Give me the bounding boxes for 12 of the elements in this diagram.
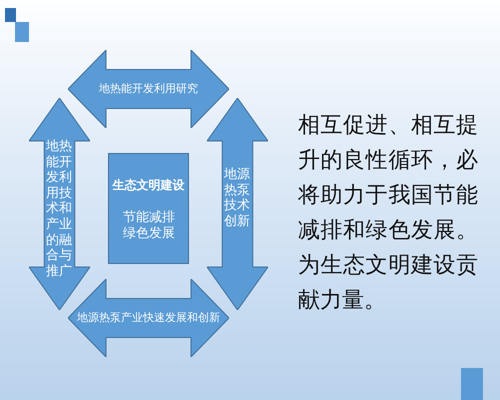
paragraph: 相互促进、相互提升的良性循环，必将助力于我国节能减排和绿色发展。为生态文明建设贡献力量。 bbox=[298, 112, 478, 315]
arrow-label: 地源热泵产业快速发展和创新 bbox=[76, 310, 221, 326]
arrow-label: 地源热泵技术创新 bbox=[223, 167, 251, 230]
double-arrow bbox=[68, 50, 229, 128]
arrow-label: 地热能开发利用研究 bbox=[98, 81, 199, 97]
arrow-label: 地热能开发利用技术和产业的融合与推广 bbox=[45, 139, 73, 280]
double-arrow bbox=[29, 98, 90, 310]
box-heading: 生态文明建设 bbox=[111, 178, 186, 193]
double-arrow bbox=[68, 279, 229, 357]
center-box bbox=[108, 153, 189, 264]
double-arrow bbox=[207, 98, 268, 310]
box-text: 节能减排绿色发展 bbox=[123, 210, 175, 242]
